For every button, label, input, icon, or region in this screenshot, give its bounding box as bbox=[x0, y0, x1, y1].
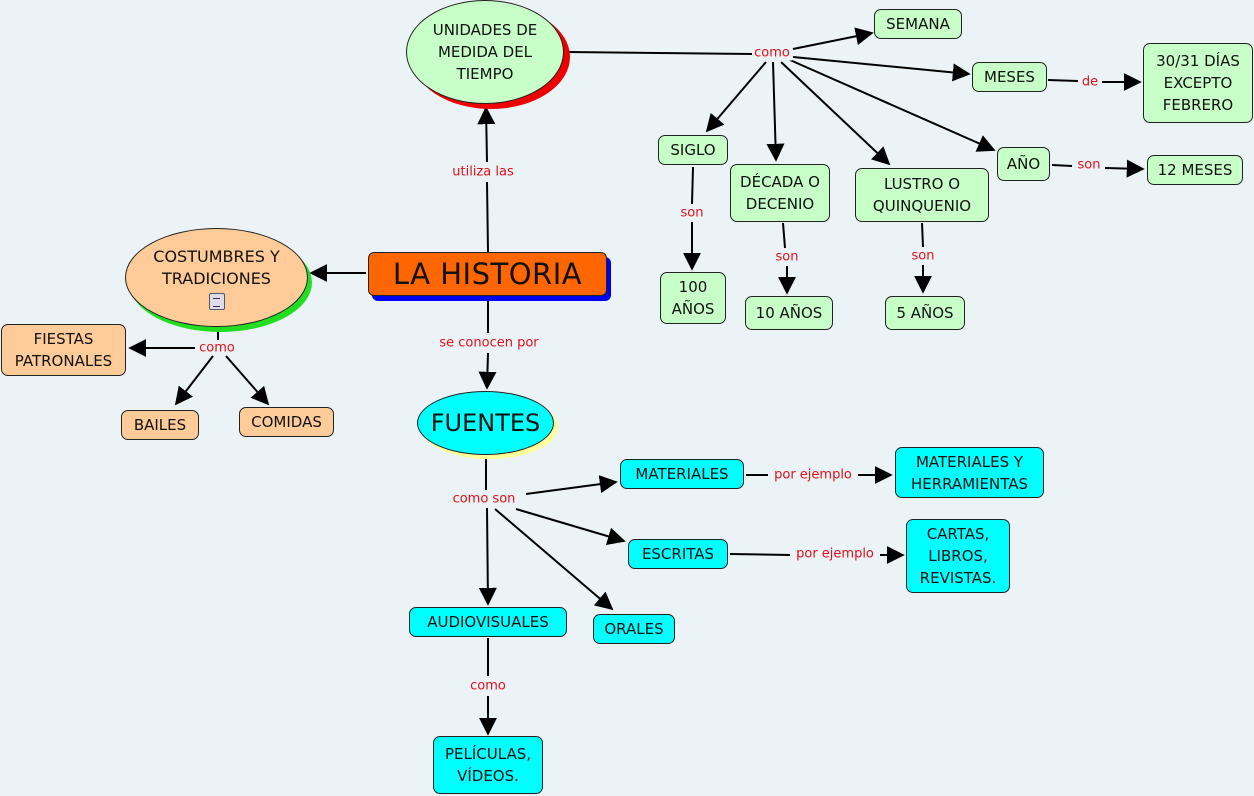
link-label-como-costumbres: como bbox=[197, 340, 237, 356]
line-siglo-son bbox=[691, 166, 694, 205]
node-materiales[interactable]: MATERIALES bbox=[620, 459, 744, 489]
line-historia-label-utiliza bbox=[486, 181, 489, 253]
node-label: ORALES bbox=[604, 620, 664, 638]
line-como-semana bbox=[792, 27, 874, 50]
link-label-de: de bbox=[1079, 74, 1101, 90]
node-label: 12 MESES bbox=[1157, 161, 1233, 179]
line-anio-son bbox=[1051, 164, 1073, 167]
line-como-siglo bbox=[705, 61, 767, 133]
link-label-son-siglo: son bbox=[678, 205, 706, 221]
line-escritas-ej bbox=[729, 553, 791, 556]
line-comoson-audiovisuales bbox=[478, 507, 497, 606]
link-label-por-ejemplo-materiales: por ejemplo bbox=[772, 467, 854, 483]
line-como-meses bbox=[792, 56, 971, 82]
node-unidades-de-medida[interactable]: UNIDADES DE MEDIDA DEL TIEMPO bbox=[406, 0, 564, 104]
node-label: MATERIALES Y HERRAMIENTAS bbox=[910, 452, 1029, 493]
node-label: BAILES bbox=[133, 416, 187, 434]
node-comidas[interactable]: COMIDAS bbox=[239, 407, 334, 437]
line-como-bailes bbox=[174, 355, 214, 406]
node-bailes[interactable]: BAILES bbox=[121, 410, 199, 440]
line-como-lustro bbox=[780, 61, 891, 166]
line-son-12meses bbox=[1104, 159, 1145, 178]
node-label: 5 AÑOS bbox=[896, 304, 954, 322]
node-30-31-dias[interactable]: 30/31 DÍAS EXCEPTO FEBRERO bbox=[1143, 43, 1253, 123]
node-orales[interactable]: ORALES bbox=[593, 614, 675, 644]
node-label: SIGLO bbox=[670, 141, 716, 159]
node-decada[interactable]: DÉCADA O DECENIO bbox=[730, 164, 830, 222]
node-label: AÑO bbox=[1006, 155, 1041, 173]
node-semana[interactable]: SEMANA bbox=[874, 9, 962, 39]
node-label: COSTUMBRES Y TRADICIONES bbox=[153, 246, 280, 288]
node-label: MESES bbox=[984, 68, 1035, 86]
node-10-anios[interactable]: 10 AÑOS bbox=[745, 296, 833, 330]
link-label-utiliza-las: utiliza las bbox=[450, 164, 516, 180]
node-costumbres-y-tradiciones[interactable]: COSTUMBRES Y TRADICIONES bbox=[125, 228, 308, 327]
node-label: UNIDADES DE MEDIDA DEL TIEMPO bbox=[432, 21, 538, 83]
link-label-por-ejemplo-escritas: por ejemplo bbox=[794, 546, 876, 562]
node-label: FIESTAS PATRONALES bbox=[14, 330, 113, 370]
line-comoson-orales bbox=[494, 508, 614, 611]
node-label: 100 AÑOS bbox=[671, 278, 715, 318]
node-label: ESCRITAS bbox=[641, 545, 715, 563]
node-label: FUENTES bbox=[430, 409, 541, 437]
node-12-meses[interactable]: 12 MESES bbox=[1147, 155, 1243, 185]
node-lustro[interactable]: LUSTRO O QUINQUENIO bbox=[855, 168, 989, 222]
document-attachment-icon[interactable] bbox=[208, 292, 225, 310]
line-comoson-materiales bbox=[525, 475, 618, 495]
node-la-historia[interactable]: LA HISTORIA bbox=[368, 252, 607, 296]
link-label-son-lustro: son bbox=[909, 248, 937, 264]
node-label: DÉCADA O DECENIO bbox=[740, 173, 820, 213]
node-label: PELÍCULAS, VÍDEOS. bbox=[444, 745, 531, 785]
line-decada-son bbox=[782, 222, 786, 249]
node-peliculas-videos[interactable]: PELÍCULAS, VÍDEOS. bbox=[433, 736, 543, 794]
node-meses[interactable]: MESES bbox=[972, 62, 1047, 92]
node-materiales-y-herramientas[interactable]: MATERIALES Y HERRAMIENTAS bbox=[895, 447, 1044, 498]
line-como-anio bbox=[789, 59, 996, 152]
line-unidades-como bbox=[567, 51, 753, 55]
node-fuentes[interactable]: FUENTES bbox=[417, 391, 554, 455]
node-label: SEMANA bbox=[886, 15, 950, 33]
line-utiliza-unidades bbox=[477, 106, 496, 163]
node-label: AUDIOVISUALES bbox=[427, 613, 549, 631]
node-audiovisuales[interactable]: AUDIOVISUALES bbox=[409, 607, 567, 637]
line-comoson-escritas bbox=[515, 508, 626, 546]
node-5-anios[interactable]: 5 AÑOS bbox=[885, 296, 965, 330]
node-label: 10 AÑOS bbox=[755, 304, 823, 322]
line-meses-de bbox=[1047, 79, 1079, 82]
link-label-son-decada: son bbox=[773, 249, 801, 265]
node-label: LA HISTORIA bbox=[392, 257, 583, 291]
node-anio[interactable]: AÑO bbox=[997, 147, 1050, 181]
link-label-como-son: como son bbox=[450, 491, 518, 507]
link-label-como-audiovisuales: como bbox=[468, 678, 508, 694]
link-label-se-conocen-por: se conocen por bbox=[437, 335, 541, 351]
line-como-comidas bbox=[225, 355, 270, 406]
node-label: CARTAS, LIBROS, REVISTAS. bbox=[919, 525, 997, 587]
node-label: MATERIALES bbox=[635, 465, 729, 483]
node-siglo[interactable]: SIGLO bbox=[658, 135, 728, 165]
node-escritas[interactable]: ESCRITAS bbox=[628, 539, 728, 569]
line-como-decada bbox=[766, 61, 785, 162]
line-lustro-son bbox=[921, 222, 924, 248]
node-label: 30/31 DÍAS EXCEPTO FEBRERO bbox=[1156, 52, 1240, 114]
node-cartas-libros-revistas[interactable]: CARTAS, LIBROS, REVISTAS. bbox=[906, 519, 1010, 593]
node-label: LUSTRO O QUINQUENIO bbox=[872, 175, 972, 215]
link-label-como-tiempo: como bbox=[752, 45, 792, 61]
node-100-anios[interactable]: 100 AÑOS bbox=[660, 272, 726, 324]
link-label-son-anio: son bbox=[1075, 157, 1103, 173]
line-conocen-fuentes bbox=[478, 352, 497, 390]
node-fiestas-patronales[interactable]: FIESTAS PATRONALES bbox=[1, 324, 126, 376]
node-label: COMIDAS bbox=[251, 413, 322, 431]
